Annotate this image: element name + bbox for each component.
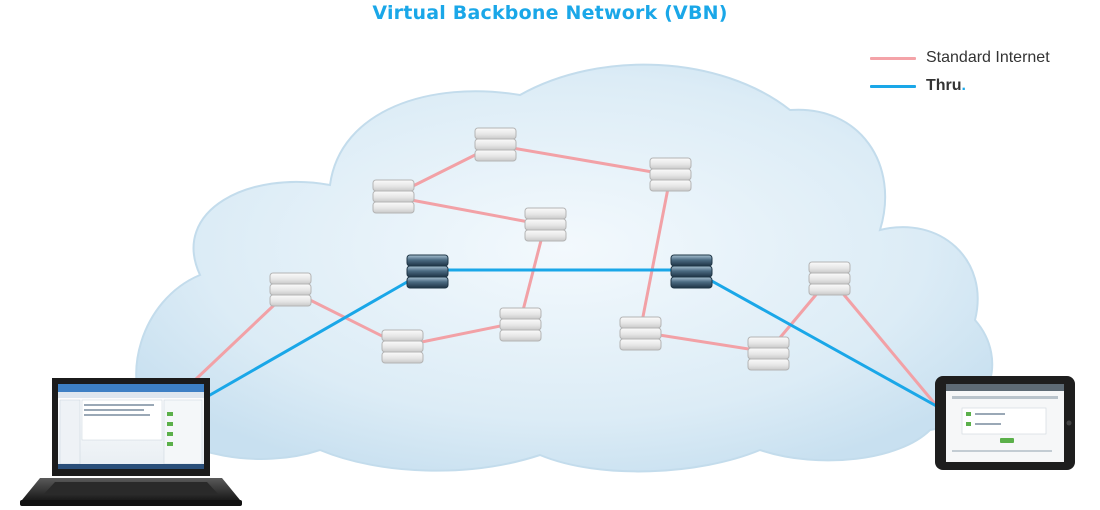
server-icon <box>649 157 692 192</box>
cloud-icon <box>135 63 994 473</box>
server-icon <box>474 127 517 162</box>
legend-label-standard: Standard Internet <box>926 49 1050 66</box>
legend-label-thru-text: Thru <box>926 77 962 94</box>
server-icon <box>619 316 662 351</box>
link-std <box>638 176 672 334</box>
thru-links <box>208 268 942 410</box>
link-thru <box>208 268 430 397</box>
server-icon <box>747 336 790 371</box>
legend-label-thru: Thru. <box>926 77 966 95</box>
legend-swatch-thru <box>870 84 916 88</box>
servers-backbone <box>406 254 713 289</box>
server-icon <box>269 272 312 307</box>
legend: Standard Internet Thru. <box>870 44 1050 100</box>
legend-label-thru-dot: . <box>961 77 966 94</box>
legend-item-thru: Thru. <box>870 72 1050 100</box>
server-icon <box>372 179 415 214</box>
diagram-title: Virtual Backbone Network (VBN) <box>372 2 728 24</box>
link-std <box>828 276 942 412</box>
legend-swatch-standard <box>870 56 916 60</box>
server-icon <box>808 261 851 296</box>
server-icon <box>499 307 542 342</box>
legend-item-standard-internet: Standard Internet <box>870 44 1050 72</box>
servers-plain <box>269 127 851 371</box>
tablet-icon <box>935 376 1075 470</box>
backbone-server-icon <box>670 254 713 289</box>
server-icon <box>524 207 567 242</box>
link-std <box>493 143 672 177</box>
laptop-icon <box>20 378 242 506</box>
link-thru <box>690 268 942 410</box>
server-icon <box>381 329 424 364</box>
link-std <box>393 195 547 227</box>
backbone-server-icon <box>406 254 449 289</box>
